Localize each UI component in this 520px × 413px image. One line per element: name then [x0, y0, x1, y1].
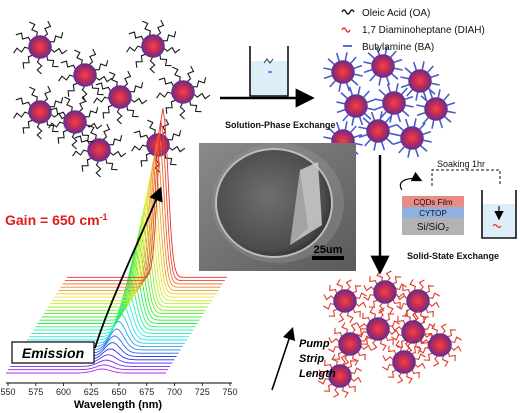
spectrum-trace	[52, 188, 213, 301]
cqd-film-layer	[402, 196, 464, 207]
x-tick-label: 650	[111, 387, 126, 397]
quantum-dot	[336, 86, 376, 126]
spectrum-trace	[50, 199, 211, 305]
x-tick-label: 750	[222, 387, 237, 397]
quantum-dot	[72, 123, 127, 178]
qd-cluster-diaminoheptane	[318, 270, 462, 398]
x-tick-label: 575	[28, 387, 43, 397]
x-axis-ticks: 550 575 600 625 650 675 700 725 750	[0, 383, 238, 397]
x-tick-label: 625	[84, 387, 99, 397]
scale-bar	[312, 256, 344, 260]
spectrum-trace	[39, 251, 200, 321]
spectrum-trace	[58, 156, 219, 291]
si-sio2-layer	[402, 218, 464, 235]
spectrum-trace	[27, 305, 187, 341]
emission-label: Emission	[22, 345, 84, 361]
spectrum-trace	[45, 221, 206, 311]
spectrum-trace	[48, 210, 208, 308]
solid-exchange-label: Solid-State Exchange	[407, 251, 499, 261]
quantum-dot	[156, 65, 211, 120]
quantum-dot	[126, 19, 181, 74]
spectrum-trace	[60, 144, 221, 288]
quantum-dot	[358, 111, 398, 151]
spectrum-trace	[37, 261, 198, 324]
film-stack: CQDs Film CYTOP Si/SiO₂	[399, 171, 464, 235]
solution-exchange-label: Solution-Phase Exchange	[225, 120, 336, 130]
spectrum-trace	[6, 368, 166, 374]
spectrum-trace	[41, 241, 202, 318]
si-sio2-label: Si/SiO₂	[417, 222, 449, 233]
legend-oa-icon	[341, 9, 355, 15]
quantum-dot	[374, 83, 414, 123]
quantum-dot	[400, 61, 440, 101]
x-tick-label: 700	[167, 387, 182, 397]
quantum-dot	[396, 279, 440, 323]
beaker-solid-icon	[481, 190, 517, 239]
legend: Oleic Acid (OA) 1,7 Diaminoheptane (DIAH…	[341, 8, 485, 53]
quantum-dot	[418, 323, 462, 367]
x-tick-label: 675	[139, 387, 154, 397]
cytop-layer	[402, 207, 464, 218]
legend-ba-label: Butylamine (BA)	[362, 42, 434, 53]
spectrum-trace	[31, 288, 192, 334]
scale-bar-label: 25um	[314, 244, 343, 256]
spectrum-trace	[35, 270, 196, 328]
legend-oa-label: Oleic Acid (OA)	[362, 8, 430, 19]
quantum-dot	[13, 85, 68, 140]
pump-arrow	[271, 326, 296, 391]
quantum-dot	[392, 118, 432, 158]
quantum-dot	[416, 89, 456, 129]
pump-label-line3: Length	[299, 368, 336, 380]
beaker-solution-icon	[249, 46, 289, 97]
spectrum-trace	[8, 364, 169, 371]
spectrum-trace	[62, 132, 223, 285]
quantum-dot	[93, 70, 148, 125]
quantum-dot	[323, 279, 367, 323]
quantum-dot	[318, 354, 362, 398]
x-tick-label: 725	[195, 387, 210, 397]
soaking-label: Soaking 1hr	[437, 159, 485, 169]
quantum-dot	[382, 340, 426, 384]
spectrum-trace	[64, 120, 225, 282]
quantum-dot	[391, 310, 435, 354]
gain-label: Gain = 650 cm-1	[5, 212, 108, 228]
spectrum-trace	[54, 177, 215, 298]
quantum-dot	[13, 20, 68, 75]
spectrum-trace	[33, 279, 194, 331]
sem-image: 25um	[199, 143, 356, 271]
cytop-label: CYTOP	[419, 209, 446, 218]
quantum-dot	[363, 46, 403, 86]
quantum-dot	[356, 307, 400, 351]
x-tick-label: 550	[0, 387, 15, 397]
soak-loop-arrow	[399, 171, 423, 191]
spectrum-trace	[43, 231, 204, 315]
emission-box	[11, 341, 95, 364]
cqd-film-label: CQDs Film	[413, 198, 452, 207]
quantum-dot	[328, 322, 372, 366]
quantum-dot	[363, 270, 407, 314]
legend-diah-icon	[341, 27, 351, 33]
quantum-dot	[48, 95, 103, 150]
spectrum-trace	[66, 108, 227, 278]
qd-cluster-oleic-acid	[13, 19, 211, 178]
spectrum-trace	[10, 359, 171, 367]
spectrum-trace	[56, 167, 217, 295]
legend-diah-label: 1,7 Diaminoheptane (DIAH)	[362, 25, 485, 36]
quantum-dot	[323, 52, 363, 92]
emission-spectrum-waterfall	[6, 108, 227, 374]
qd-cluster-butylamine	[323, 46, 456, 161]
spectrum-trace	[29, 297, 190, 338]
soaking-dashed-arrow	[431, 169, 501, 186]
emission-arrow	[94, 186, 163, 349]
quantum-dot	[58, 48, 113, 103]
x-tick-label: 600	[56, 387, 71, 397]
pump-label-line1: Pump	[299, 338, 330, 350]
pump-label-line2: Strip	[299, 353, 324, 365]
x-axis-title: Wavelength (nm)	[74, 399, 163, 411]
